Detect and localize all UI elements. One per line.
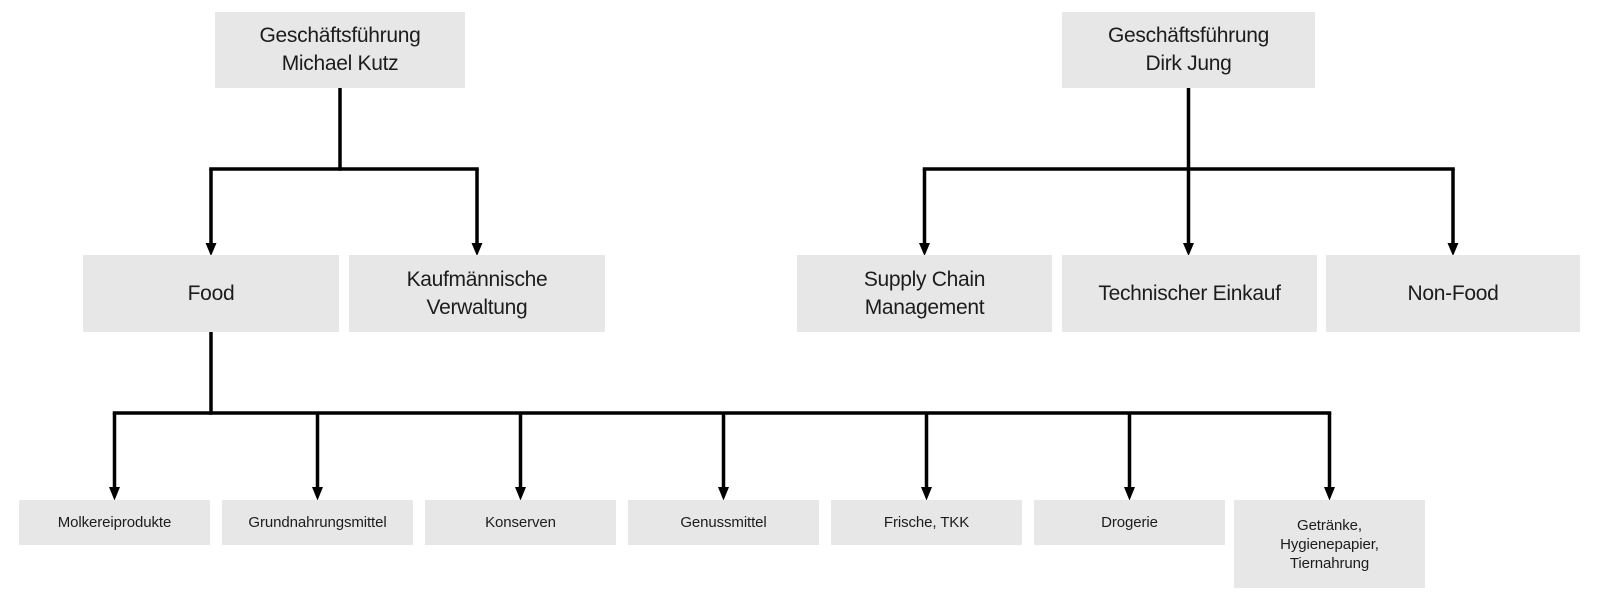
- node-frische-tkk: Frische, TKK: [831, 500, 1022, 545]
- arrowhead: [919, 243, 930, 256]
- connector-left-tree: [205, 88, 483, 256]
- arrowhead: [1447, 243, 1459, 256]
- node-geschaeftsfuehrung-michael-kutz: Geschäftsführung Michael Kutz: [215, 12, 465, 88]
- arrowhead: [718, 487, 729, 501]
- arrowhead: [921, 487, 932, 501]
- connector-food-subtree: [109, 332, 1335, 501]
- node-kaufmaennische-verwaltung: Kaufmännische Verwaltung: [349, 255, 605, 332]
- node-geschaeftsfuehrung-dirk-jung: Geschäftsführung Dirk Jung: [1062, 12, 1315, 88]
- arrowhead: [312, 487, 323, 501]
- node-drogerie: Drogerie: [1034, 500, 1225, 545]
- arrowhead: [109, 487, 120, 501]
- arrowhead: [205, 243, 217, 256]
- node-non-food: Non-Food: [1326, 255, 1580, 332]
- node-konserven: Konserven: [425, 500, 616, 545]
- arrowhead: [515, 487, 526, 501]
- node-genussmittel: Genussmittel: [628, 500, 819, 545]
- node-food: Food: [83, 255, 339, 332]
- arrowhead: [1124, 487, 1135, 501]
- node-grundnahrungsmittel: Grundnahrungsmittel: [222, 500, 413, 545]
- node-molkereiprodukte: Molkereiprodukte: [19, 500, 210, 545]
- connector-right-tree: [919, 88, 1459, 256]
- arrowhead: [471, 243, 483, 256]
- node-technischer-einkauf: Technischer Einkauf: [1062, 255, 1317, 332]
- arrowhead: [1324, 487, 1335, 501]
- node-getraenke-hygienepapier-tiernahrung: Getränke, Hygienepapier, Tiernahrung: [1234, 500, 1425, 588]
- arrowhead: [1183, 243, 1194, 256]
- node-supply-chain-management: Supply Chain Management: [797, 255, 1052, 332]
